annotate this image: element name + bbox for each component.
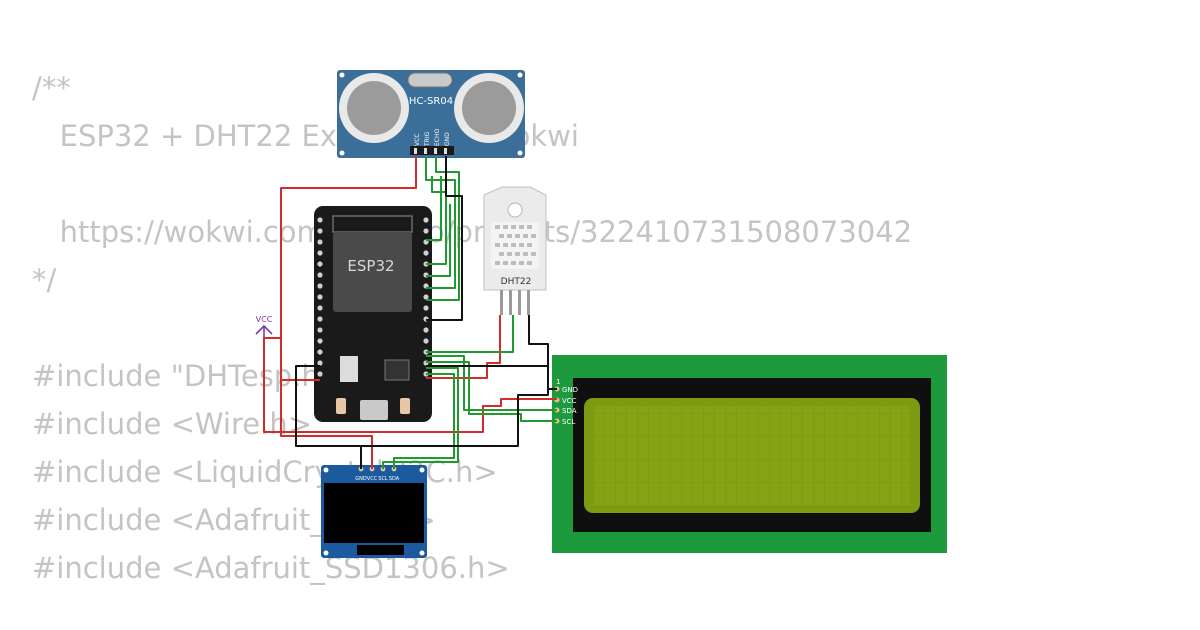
transducer-left-mesh — [347, 81, 401, 135]
code-line: /** — [32, 71, 71, 105]
ultrasonic-pin-label-vcc: VCC — [414, 134, 421, 146]
oled-pin-label-scl: SCL — [378, 476, 388, 482]
dht22-mount-hole — [507, 202, 523, 218]
esp32-usb-port — [360, 400, 388, 420]
esp32-regulator — [340, 356, 358, 382]
ultrasonic-pin[interactable] — [414, 148, 417, 154]
wire-green[interactable] — [426, 204, 451, 277]
dht22-pin[interactable] — [527, 290, 530, 315]
lcd-pin-label-sda: SDA — [562, 407, 577, 415]
wire-green[interactable] — [426, 361, 557, 422]
oled-ribbon — [357, 545, 404, 555]
oled-display[interactable]: GND VCC SCL SDA — [321, 465, 427, 558]
mount-hole — [339, 72, 345, 78]
lcd-pin-label-vcc: VCC — [562, 397, 577, 405]
wire-red[interactable] — [426, 315, 501, 379]
dht22-vents — [495, 225, 536, 265]
wire-black[interactable] — [426, 365, 557, 390]
ultrasonic-pin-label-trig: TRIG — [424, 131, 431, 147]
lcd-display[interactable]: 1 GND VCC SDA SCL — [552, 355, 947, 553]
wire-green[interactable] — [425, 156, 456, 289]
wire-black[interactable] — [361, 389, 549, 447]
transducer-right-mesh — [462, 81, 516, 135]
code-line: */ — [32, 263, 57, 297]
esp32-pins-left — [317, 217, 323, 377]
wire-green[interactable] — [426, 176, 442, 241]
ultrasonic-pin[interactable] — [434, 148, 437, 154]
esp32-usb-chip — [384, 359, 410, 381]
vcc-power-symbol[interactable]: VCC — [255, 315, 273, 338]
oled-pin-label-vcc: VCC — [367, 476, 378, 482]
esp32-board[interactable]: ESP32 — [314, 206, 432, 422]
oled-screen — [324, 483, 424, 543]
mount-hole — [419, 467, 425, 473]
ultrasonic-label: HC-SR04 — [409, 96, 453, 107]
esp32-module — [333, 232, 412, 312]
dht22-pin[interactable] — [509, 290, 512, 315]
lcd-pin1-label: 1 — [556, 378, 560, 386]
wires — [263, 156, 557, 469]
wire-green[interactable] — [426, 315, 514, 353]
oled-pin-label-sda: SDA — [389, 476, 400, 482]
esp32-button-en[interactable] — [336, 398, 346, 414]
dht22-label: DHT22 — [501, 277, 532, 287]
dht22-pin[interactable] — [500, 290, 503, 315]
wire-green[interactable] — [382, 367, 459, 469]
mount-hole — [323, 467, 329, 473]
esp32-label: ESP32 — [347, 257, 394, 275]
oled-pin-label-gnd: GND — [355, 476, 367, 482]
mount-hole — [517, 72, 523, 78]
lcd-character-grid — [594, 406, 910, 506]
ultrasonic-pin[interactable] — [444, 148, 447, 154]
wire-red[interactable] — [263, 338, 557, 433]
wire-black[interactable] — [426, 156, 463, 321]
ultrasonic-header — [410, 146, 454, 155]
vcc-label: VCC — [256, 315, 273, 324]
lcd-pin-label-gnd: GND — [562, 386, 578, 394]
wire-black[interactable] — [295, 365, 362, 469]
lcd-pin-label-scl: SCL — [562, 418, 575, 426]
ultrasonic-pin-label-echo: ECHO — [434, 129, 441, 146]
wire-green[interactable] — [426, 355, 557, 411]
mount-hole — [419, 550, 425, 556]
ultrasonic-pin-label-gnd: GND — [444, 132, 451, 146]
ultrasonic-pin[interactable] — [424, 148, 427, 154]
code-line: #include "DHTesp.h" — [32, 359, 334, 393]
mount-hole — [517, 150, 523, 156]
dht22-pin[interactable] — [518, 290, 521, 315]
ultrasonic-sensor[interactable]: HC-SR04 VCC TRIG ECHO GND — [337, 70, 525, 158]
mount-hole — [339, 150, 345, 156]
dht22-sensor[interactable]: DHT22 — [483, 186, 547, 315]
wire-red[interactable] — [280, 338, 373, 469]
mount-hole — [323, 550, 329, 556]
wire-black[interactable] — [528, 315, 549, 366]
ultrasonic-crystal — [407, 72, 453, 88]
code-line: #include <Adafruit_SSD1306.h> — [32, 551, 510, 585]
esp32-button-boot[interactable] — [400, 398, 410, 414]
wire-red[interactable] — [264, 156, 417, 339]
wire-green[interactable] — [426, 156, 460, 301]
